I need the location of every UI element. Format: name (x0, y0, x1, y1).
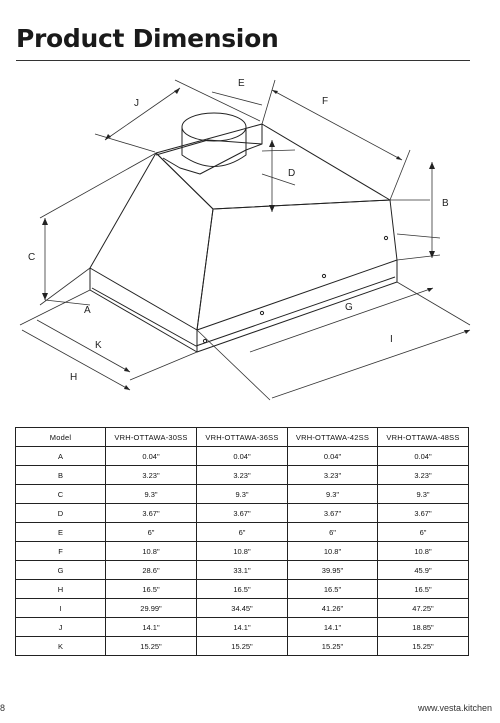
table-cell: 3.23" (105, 465, 197, 485)
row-label: K (15, 636, 106, 656)
table-cell: 45.9" (377, 560, 469, 580)
table-cell: 3.67" (105, 503, 197, 523)
dimension-table: Model VRH-OTTAWA-30SS VRH-OTTAWA-36SS VR… (15, 427, 469, 656)
row-label: J (15, 617, 106, 637)
dim-label-i: I (390, 334, 393, 345)
table-header-row: Model VRH-OTTAWA-30SS VRH-OTTAWA-36SS VR… (15, 427, 469, 447)
table-row: C 9.3" 9.3" 9.3" 9.3" (15, 484, 469, 504)
row-label: E (15, 522, 106, 542)
liner-inner (91, 276, 396, 347)
dim-label-h: H (70, 372, 77, 383)
row-label: B (15, 465, 106, 485)
row-label: F (15, 541, 106, 561)
table-cell: 15.25" (287, 636, 378, 656)
title-divider (16, 60, 470, 61)
table-cell: 6" (196, 522, 288, 542)
table-cell: 16.5" (196, 579, 288, 599)
table-row: I 29.99" 34.45" 41.26" 47.25" (15, 598, 469, 618)
table-cell: 9.3" (196, 484, 288, 504)
table-cell: 47.25" (377, 598, 469, 618)
table-cell: 6" (105, 522, 197, 542)
dim-label-a: A (84, 305, 91, 316)
duct-collar-sides (181, 127, 247, 167)
table-cell: 16.5" (105, 579, 197, 599)
table-cell: 10.8" (196, 541, 288, 561)
header-model-36ss: VRH-OTTAWA-36SS (196, 427, 288, 447)
header-model-30ss: VRH-OTTAWA-30SS (105, 427, 197, 447)
table-cell: 0.04" (377, 446, 469, 466)
table-row: H 16.5" 16.5" 16.5" 16.5" (15, 579, 469, 599)
table-cell: 0.04" (287, 446, 378, 466)
table-cell: 15.25" (196, 636, 288, 656)
table-cell: 15.25" (105, 636, 197, 656)
row-label: G (15, 560, 106, 580)
dim-label-g: G (345, 302, 353, 313)
table-cell: 3.23" (287, 465, 378, 485)
table-cell: 3.67" (196, 503, 288, 523)
table-row: F 10.8" 10.8" 10.8" 10.8" (15, 541, 469, 561)
table-row: E 6" 6" 6" 6" (15, 522, 469, 542)
table-cell: 3.67" (377, 503, 469, 523)
table-row: B 3.23" 3.23" 3.23" 3.23" (15, 465, 469, 485)
dim-label-j: J (134, 98, 139, 109)
dim-label-b: B (442, 198, 449, 209)
dim-label-f: F (322, 96, 328, 107)
table-cell: 14.1" (287, 617, 378, 637)
table-cell: 16.5" (287, 579, 378, 599)
table-cell: 9.3" (377, 484, 469, 504)
dim-label-c: C (28, 252, 35, 263)
row-label: C (15, 484, 106, 504)
row-label: I (15, 598, 106, 618)
table-cell: 34.45" (196, 598, 288, 618)
table-row: D 3.67" 3.67" 3.67" 3.67" (15, 503, 469, 523)
table-cell: 18.85" (377, 617, 469, 637)
table-cell: 10.8" (287, 541, 378, 561)
table-cell: 16.5" (377, 579, 469, 599)
table-cell: 3.67" (287, 503, 378, 523)
table-cell: 9.3" (105, 484, 197, 504)
row-label: H (15, 579, 106, 599)
table-cell: 0.04" (196, 446, 288, 466)
table-cell: 41.26" (287, 598, 378, 618)
range-hood-dimension-diagram: A B C D E F G H I J K (19, 78, 471, 401)
header-model-42ss: VRH-OTTAWA-42SS (287, 427, 378, 447)
table-cell: 28.6" (105, 560, 197, 580)
table-cell: 39.95" (287, 560, 378, 580)
header-model-48ss: VRH-OTTAWA-48SS (377, 427, 469, 447)
table-cell: 0.04" (105, 446, 197, 466)
dim-label-d: D (288, 168, 295, 179)
table-cell: 9.3" (287, 484, 378, 504)
footer-website: www.vesta.kitchen (417, 703, 492, 713)
table-row: G 28.6" 33.1" 39.95" 45.9" (15, 560, 469, 580)
table-row: J 14.1" 14.1" 14.1" 18.85" (15, 617, 469, 637)
collar-plate (162, 143, 263, 175)
table-cell: 14.1" (196, 617, 288, 637)
row-label: A (15, 446, 106, 466)
table-cell: 33.1" (196, 560, 288, 580)
row-label: D (15, 503, 106, 523)
table-cell: 3.23" (377, 465, 469, 485)
page-title: Product Dimension (16, 24, 279, 53)
table-row: A 0.04" 0.04" 0.04" 0.04" (15, 446, 469, 466)
table-row: K 15.25" 15.25" 15.25" 15.25" (15, 636, 469, 656)
table-cell: 15.25" (377, 636, 469, 656)
header-model: Model (15, 427, 106, 447)
dim-label-e: E (238, 78, 245, 89)
table-cell: 6" (287, 522, 378, 542)
table-cell: 10.8" (105, 541, 197, 561)
table-cell: 3.23" (196, 465, 288, 485)
table-cell: 10.8" (377, 541, 469, 561)
table-cell: 29.99" (105, 598, 197, 618)
page-number: 8 (0, 703, 6, 713)
table-cell: 14.1" (105, 617, 197, 637)
table-cell: 6" (377, 522, 469, 542)
dim-label-k: K (95, 340, 102, 351)
